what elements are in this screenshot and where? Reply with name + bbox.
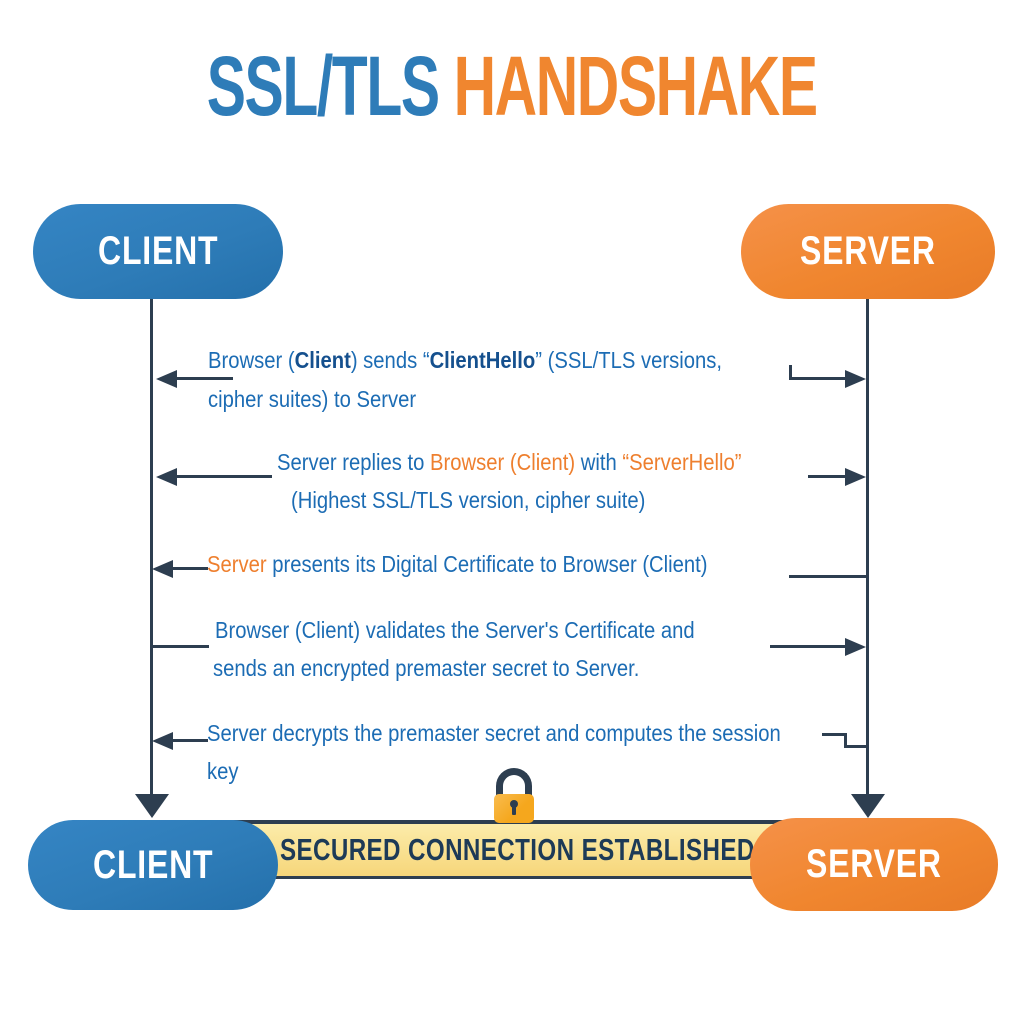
secured-connection-label: SECURED CONNECTION ESTABLISHED [279, 832, 755, 867]
message-1-arrow-right-tick [789, 365, 792, 379]
message-4-line-2: sends an encrypted premaster secret to S… [213, 655, 640, 681]
server-pill-top: SERVER [741, 204, 995, 299]
client-pill-bottom-label: CLIENT [92, 842, 214, 887]
title-handshake: HANDSHAKE [453, 39, 818, 133]
message-3-arrow-left-line [171, 567, 208, 570]
client-lifeline-arrowhead [135, 794, 169, 818]
lock-icon [493, 768, 535, 823]
message-5-connector-right-line [844, 745, 868, 748]
client-pill-bottom: CLIENT [28, 820, 278, 910]
server-lifeline [866, 299, 869, 796]
lock-shackle [496, 768, 532, 797]
message-1-arrow-right [845, 370, 866, 388]
server-pill-top-label: SERVER [800, 229, 936, 273]
message-5-connector-right-top [822, 733, 847, 736]
message-1-line-1: Browser (Client) sends “ClientHello” (SS… [208, 347, 723, 373]
message-2-arrow-left [156, 468, 177, 486]
message-4-line-1: Browser (Client) validates the Server's … [215, 617, 695, 643]
message-3-arrow-left [152, 560, 173, 578]
message-1-arrow-right-line [789, 377, 847, 380]
client-pill-top-label: CLIENT [97, 229, 219, 273]
page-title: SSL/TLS HANDSHAKE [0, 38, 1024, 135]
server-pill-bottom-label: SERVER [806, 842, 942, 886]
message-3-line-1: Server presents its Digital Certificate … [207, 551, 708, 577]
message-1-arrow-left-line [175, 377, 233, 380]
message-2-arrow-right [845, 468, 866, 486]
message-5-line-1: Server decrypts the premaster secret and… [207, 720, 781, 746]
message-4-arrow-right-line [770, 645, 847, 648]
message-1-line-2: cipher suites) to Server [208, 386, 417, 412]
message-4-connector-left [152, 645, 209, 648]
message-5-arrow-left-line [171, 739, 208, 742]
title-ssl-tls: SSL/TLS [207, 39, 440, 133]
message-2-arrow-left-line [175, 475, 272, 478]
message-5-arrow-left [152, 732, 173, 750]
client-lifeline [150, 299, 153, 796]
message-4-arrow-right [845, 638, 866, 656]
message-3-connector-right [789, 575, 868, 578]
lock-keyhole [510, 800, 518, 808]
message-2-arrow-right-line [808, 475, 847, 478]
client-pill-top: CLIENT [33, 204, 283, 299]
lock-body [494, 794, 534, 823]
server-lifeline-arrowhead [851, 794, 885, 818]
message-1-arrow-left [156, 370, 177, 388]
server-pill-bottom: SERVER [750, 818, 998, 911]
message-5-connector-right-drop [844, 733, 847, 747]
message-2-line-2: (Highest SSL/TLS version, cipher suite) [291, 487, 646, 513]
message-2-line-1: Server replies to Browser (Client) with … [277, 449, 742, 475]
message-5-line-2: key [207, 758, 239, 784]
